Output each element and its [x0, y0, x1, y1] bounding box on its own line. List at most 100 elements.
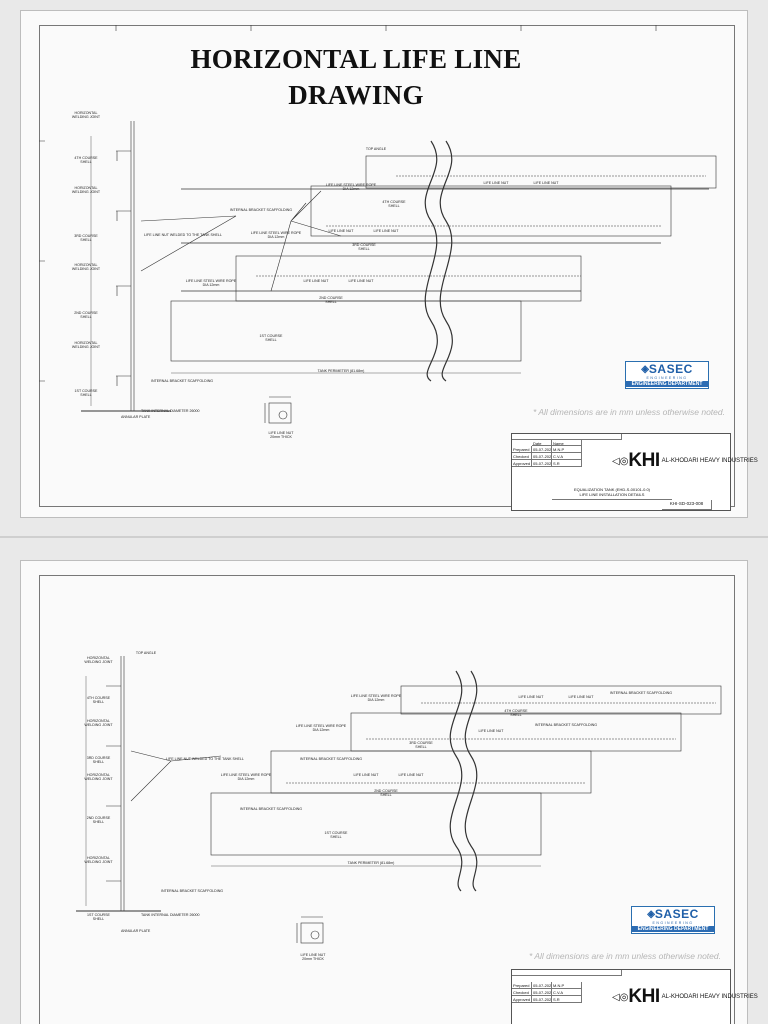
drawing-title: HORIZONTAL LIFE LINE DRAWING [171, 41, 541, 113]
tb2-role-prepared: Prepared [512, 982, 532, 989]
logo-dept: ENGINEERING DEPARTMENT [626, 381, 708, 387]
tb-role-approved: Approved [512, 460, 532, 467]
title-line-1: HORIZONTAL LIFE LINE [190, 44, 522, 74]
label-life-line-nut-3: LIFE LINE NUT [328, 229, 354, 233]
label-tank-perimeter-2: TANK PERIMETER (81.68m) [347, 861, 395, 865]
logo-sub: ENGINEERING [646, 376, 688, 380]
tb2-name-approved: S.R [552, 996, 582, 1003]
elevation-drawing [39, 25, 717, 424]
logo-brand: SASEC [648, 362, 693, 376]
sasec-mark-icon-2: ◈ [647, 908, 655, 920]
tb2-date-approved: 05-07-2020 [532, 996, 552, 1003]
tb2-name-checked: C.V.A [552, 989, 582, 996]
label-2nd-course-shell: 2ND COURSE SHELL [74, 311, 98, 320]
label-4th-course-shell-2: 4TH COURSE SHELL [86, 696, 111, 705]
logo-sub-2: ENGINEERING [652, 921, 694, 925]
logo-brand-2: SASEC [654, 907, 699, 921]
tb2-role-approved: Approved [512, 996, 532, 1003]
drawing-sheet-1: HORIZONTAL LIFE LINE DRAWING [20, 10, 758, 518]
label-wire-rope-2a: LIFE LINE STEEL WIRE ROPE DIA 12mm [350, 694, 402, 703]
label-tank-internal-diameter-2: TANK INTERNAL DIAMETER 26000 [141, 913, 200, 917]
tb-name-approved: S.R [552, 460, 582, 467]
label-2nd-course-elev: 2ND COURSE SHELL [319, 296, 343, 305]
tb-drawing-no: KHI-SD-023-008 [662, 500, 712, 510]
khi-company-name: AL-KHODARI HEAVY INDUSTRIES [661, 458, 758, 464]
label-annular-plate: ANNULAR PLATE [121, 415, 151, 419]
tb-role-checked: Checked [512, 453, 532, 460]
label-wire-rope-3: LIFE LINE STEEL WIRE ROPE DIA 12mm [185, 279, 237, 288]
label-horizontal-welding-joint-4: HORIZONTAL WELDING JOINT [71, 341, 101, 350]
title-line-2: DRAWING [288, 80, 424, 110]
label-life-line-nut-6: LIFE LINE NUT [348, 279, 374, 283]
tb-role-prepared: Prepared [512, 446, 532, 453]
label-4th-course-shell: 4TH COURSE SHELL [74, 156, 98, 165]
tb-header-name: Name [552, 440, 582, 446]
tb2-date-prepared: 05-07-2020 [532, 982, 552, 989]
label-3rd-course-shell: 3RD COURSE SHELL [74, 234, 98, 243]
label-top-angle: TOP ANGLE [365, 147, 387, 151]
label-tank-perimeter: TANK PERIMETER (81.68m) [317, 369, 365, 373]
khi-mark: KHI [628, 450, 660, 471]
label-horizontal-welding-joint-2a: HORIZONTAL WELDING JOINT [84, 656, 113, 665]
tb2-date-checked: 05-07-2020 [532, 989, 552, 996]
label-annular-plate-2: ANNULAR PLATE [121, 929, 151, 933]
label-wire-rope-1: LIFE LINE STEEL WIRE ROPE DIA 12mm [325, 183, 377, 192]
khi-logo: ◁◎ KHI AL-KHODARI HEAVY INDUSTRIES [612, 450, 758, 472]
title-block: Date Name Prepared 05-07-2020 M.N.P Chec… [511, 433, 758, 511]
elevation-drawing-2 [76, 656, 722, 944]
label-life-line-nut-2: LIFE LINE NUT [533, 181, 559, 185]
tb-header-date: Date [532, 440, 552, 446]
dimension-note-2: * All dimensions are in mm unless otherw… [529, 951, 721, 961]
khi-mark-2: KHI [628, 986, 660, 1007]
label-life-line-nut-2c: LIFE LINE NUT [478, 729, 504, 733]
label-life-line-nut-4: LIFE LINE NUT [373, 229, 399, 233]
dimension-note: * All dimensions are in mm unless otherw… [533, 407, 725, 417]
label-nut-detail-2: LIFE LINE NUT 20mm THICK [300, 953, 326, 962]
label-life-line-nut-2e: LIFE LINE NUT [398, 773, 424, 777]
label-life-line-nut-2b: LIFE LINE NUT [568, 695, 594, 699]
tb-date-prepared: 05-07-2020 [532, 446, 552, 453]
page-separator [0, 536, 768, 538]
label-wire-rope-2: LIFE LINE STEEL WIRE ROPE DIA 12mm [250, 231, 302, 240]
label-top-angle-2: TOP ANGLE [135, 651, 157, 655]
tb-drawing-title: EQUALIZATION TANK (EHD-S-00101-0.0) LIFE… [552, 486, 672, 500]
tb-date-approved: 05-07-2020 [532, 460, 552, 467]
label-horizontal-welding-joint-2b: HORIZONTAL WELDING JOINT [84, 719, 113, 728]
label-life-line-nut-1: LIFE LINE NUT [483, 181, 509, 185]
label-4th-course-elev: 4TH COURSE SHELL [382, 200, 406, 209]
label-bracket-2d: INTERNAL BRACKET SCAFFOLDING [239, 807, 303, 811]
sasec-mark-icon: ◈ [641, 363, 649, 375]
tb2-role-checked: Checked [512, 989, 532, 996]
khi-mark-icon-2: ◁◎ [612, 991, 629, 1003]
label-horizontal-welding-joint: HORIZONTAL WELDING JOINT [71, 111, 101, 120]
tb-date-checked: 05-07-2020 [532, 453, 552, 460]
sasec-logo: ◈SASEC ENGINEERING ENGINEERING DEPARTMEN… [625, 361, 709, 389]
khi-mark-icon: ◁◎ [612, 455, 629, 467]
label-wire-rope-2b: LIFE LINE STEEL WIRE ROPE DIA 12mm [295, 724, 347, 733]
label-3rd-course-elev: 3RD COURSE SHELL [352, 243, 376, 252]
label-1st-course-elev: 1ST COURSE SHELL [259, 334, 283, 343]
label-3rd-course-shell-2: 3RD COURSE SHELL [86, 756, 111, 765]
label-4th-course-elev-2: 4TH COURSE SHELL [504, 709, 528, 718]
tb-name-checked: C.V.A [552, 453, 582, 460]
khi-logo-2: ◁◎ KHI AL-KHODARI HEAVY INDUSTRIES [612, 986, 758, 1008]
label-3rd-course-elev-2: 3RD COURSE SHELL [409, 741, 433, 750]
label-bracket-2b: INTERNAL BRACKET SCAFFOLDING [534, 723, 598, 727]
label-tank-internal-diameter: TANK INTERNAL DIAMETER 26000 [141, 409, 200, 413]
label-internal-bracket-2: INTERNAL BRACKET SCAFFOLDING [161, 889, 224, 893]
label-1st-course-elev-2: 1ST COURSE SHELL [324, 831, 348, 840]
label-horizontal-welding-joint-3: HORIZONTAL WELDING JOINT [71, 263, 101, 272]
label-life-line-nut-2d: LIFE LINE NUT [353, 773, 379, 777]
label-bracket-2a: INTERNAL BRACKET SCAFFOLDING [609, 691, 673, 695]
label-1st-course-shell: 1ST COURSE SHELL [74, 389, 98, 398]
sasec-logo-2: ◈SASEC ENGINEERING ENGINEERING DEPARTMEN… [631, 906, 715, 934]
tb-name-prepared: M.N.P [552, 446, 582, 453]
label-nut-welded-2: LIFE LINE NUT WELDED TO THE TANK SHELL [166, 757, 244, 761]
drawing-sheet-2: TOP ANGLE HORIZONTAL WELDING JOINT 4TH C… [20, 560, 758, 1024]
label-bracket-2c: INTERNAL BRACKET SCAFFOLDING [299, 757, 363, 761]
label-life-line-nut-2a: LIFE LINE NUT [518, 695, 544, 699]
label-1st-course-shell-2: 1ST COURSE SHELL [87, 913, 110, 922]
label-life-line-nut-5: LIFE LINE NUT [303, 279, 329, 283]
label-nut-detail: LIFE LINE NUT 20mm THICK [268, 431, 294, 440]
sheet-border [39, 25, 735, 507]
